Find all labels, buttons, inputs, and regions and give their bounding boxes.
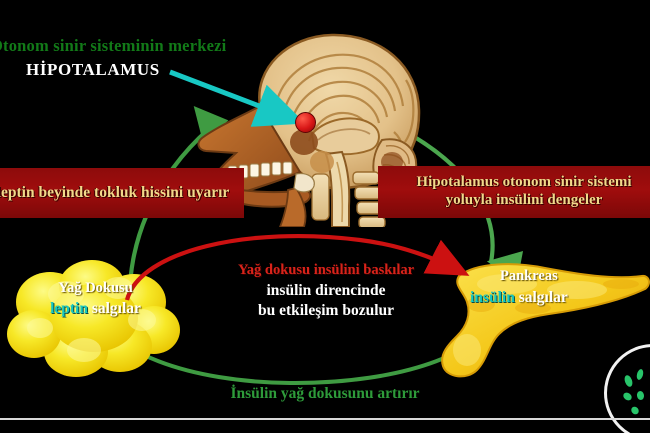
center-text-line1: insülin direncinde [266,282,386,299]
arrow-fat-suppresses-insulin [124,233,470,301]
green-speck [623,374,634,388]
center-text-insulin-resistance: insülin direncinde bu etkileşim bozulur [168,281,484,321]
bottom-text-insulin-increases-fat: İnsülin yağ dokusunu artırır [230,385,420,402]
center-text-insulin-suppression: Yağ dokusu insülini baskılar [237,262,415,278]
heading-hypothalamus: HİPOTALAMUS [26,60,160,79]
heading-autonomic-center: Otonom sinir sisteminin merkezi [0,36,227,55]
green-speck [636,390,645,401]
banner-leptin-satiety-text: leptin beyinde tokluk hissini uyarır [0,183,230,201]
banner-leptin-satiety: leptin beyinde tokluk hissini uyarır [0,168,244,218]
green-speck [621,391,634,402]
banner-hypothalamus-insulin-line2: yoluyla insülini dengeler [445,192,603,208]
fat-tissue-illustration [6,258,184,378]
bottom-divider [0,418,650,420]
hypothalamus-marker-dot [295,112,316,133]
banner-hypothalamus-insulin-line1: Hipotalamus otonom sinir sistemi [416,174,632,191]
green-speck [629,405,641,416]
green-speck [635,368,645,381]
center-text-line2: bu etkileşim bozulur [257,302,395,320]
arrow-pointer-hypothalamus [169,69,306,127]
footer-cropped-caption [150,421,500,432]
banner-hypothalamus-insulin: Hipotalamus otonom sinir sistemi yoluyla… [378,166,650,218]
